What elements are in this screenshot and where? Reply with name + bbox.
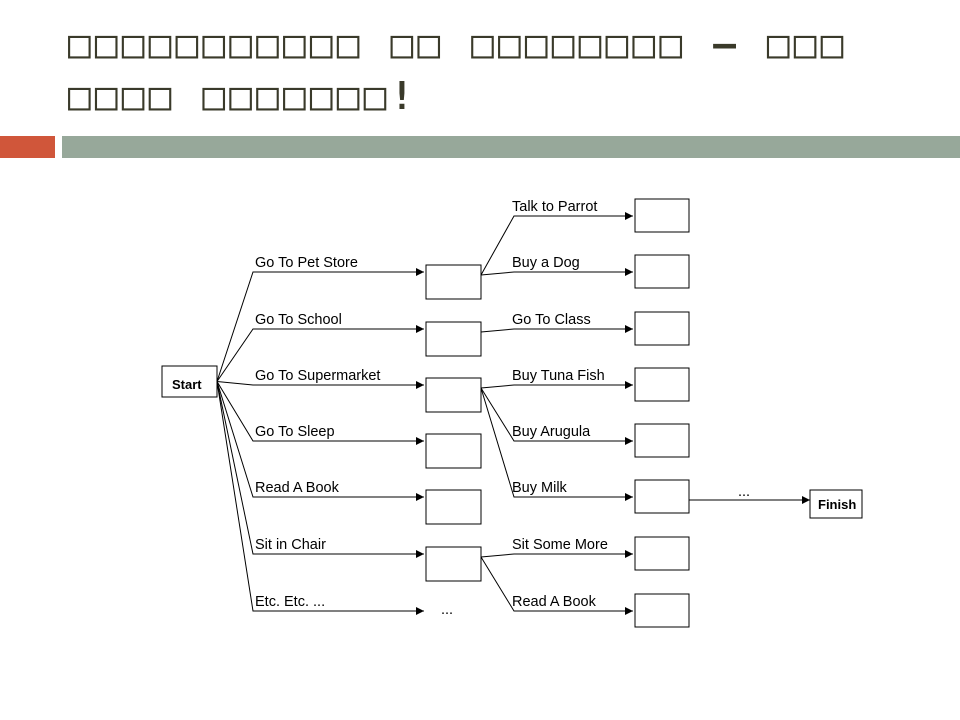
edge-start-to-level1-4 [216,381,424,501]
level2-label-7: Read A Book [512,594,597,610]
level2-label-2: Go To Class [512,312,591,328]
edge-level1-to-level2-7 [480,556,633,615]
finish-node [809,489,863,519]
edge-start-to-level1-3 [216,381,424,445]
level1-label-5: Sit in Chair [255,537,326,553]
level1-node-4 [425,489,482,525]
level1-node-5 [425,546,482,582]
level1-node-3 [425,433,482,469]
finish-ellipsis: ... [738,484,750,500]
level1-label-0: Go To Pet Store [255,255,358,271]
slide-title: □□□□□□□□□□□ □□ □□□□□□□□ – □□□ □□□□ □□□□□… [68,22,875,118]
level1-node-2 [425,377,482,413]
edge-level1-to-level2-5 [480,387,633,501]
edge-start-to-level1-0 [216,268,424,382]
edge-level1-to-level2-3 [480,381,633,389]
level2-label-0: Talk to Parrot [512,199,597,215]
level2-node-2 [634,311,690,346]
edge-level1-to-level2-0 [480,212,633,276]
level1-label-6: Etc. Etc. ... [255,594,325,610]
level2-node-0 [634,198,690,233]
level1-label-1: Go To School [255,312,342,328]
level2-label-1: Buy a Dog [512,255,580,271]
level1-label-3: Go To Sleep [255,424,335,440]
level2-node-1 [634,254,690,289]
level2-node-4 [634,423,690,458]
level1-node-1 [425,321,482,357]
start-node [161,365,218,398]
level2-node-6 [634,536,690,571]
accent-bar [0,136,55,158]
level2-label-6: Sit Some More [512,537,608,553]
level2-node-5 [634,479,690,514]
edge-start-to-level1-5 [216,381,424,558]
level1-node-0 [425,264,482,300]
edge-level1-to-level2-6 [480,550,633,558]
level2-node-7 [634,593,690,628]
level2-label-4: Buy Arugula [512,424,591,440]
edge-start-to-level1-1 [216,325,424,382]
start-label: Start [172,377,202,392]
edge-start-to-level1-2 [216,381,424,389]
level2-label-3: Buy Tuna Fish [512,368,605,384]
level2-label-5: Buy Milk [512,480,568,496]
edge-level1-to-level2-2 [480,325,633,333]
level1-ellipsis: ... [441,602,453,618]
level2-node-3 [634,367,690,402]
level1-label-2: Go To Supermarket [255,368,380,384]
edge-level1-to-level2-1 [480,268,633,276]
edge-start-to-level1-6 [216,381,424,615]
level1-label-4: Read A Book [255,480,340,496]
finish-label: Finish [818,497,856,512]
title-rule [62,136,960,158]
edge-level1-to-level2-4 [480,387,633,445]
